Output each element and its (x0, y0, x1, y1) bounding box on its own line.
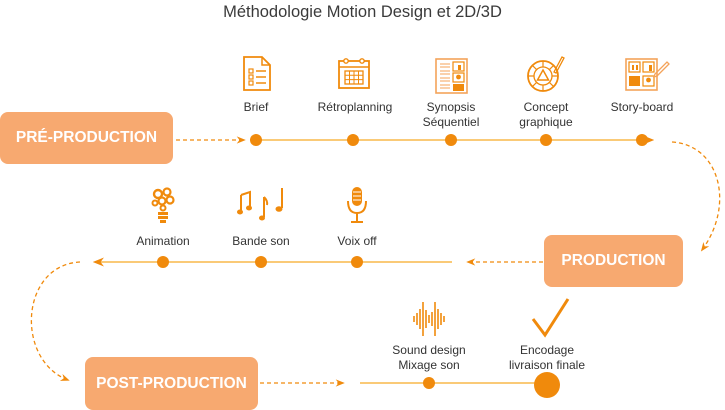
music-notes-icon (237, 188, 283, 221)
dashed-curve-to-production (671, 141, 721, 252)
step-label-storyboard: Story-board (610, 100, 674, 114)
step-dot (250, 134, 262, 146)
final-step-dot (534, 372, 560, 398)
step-dot (423, 377, 435, 389)
calendar-icon (338, 58, 370, 89)
sound-wave-icon (413, 302, 445, 336)
step-label-voix-off: Voix off (337, 234, 377, 248)
gear-lightbulb-icon (151, 187, 175, 223)
diagram-title: Méthodologie Motion Design et 2D/3D (223, 3, 502, 21)
step-dot (445, 134, 457, 146)
checkmark-icon (531, 298, 570, 338)
dashed-curve-to-post (30, 261, 81, 381)
step-dot (540, 134, 552, 146)
step-label-bande-son: Bande son (232, 234, 290, 248)
step-dot (351, 256, 363, 268)
step-label-sound-design: Sound design Mixage son (392, 343, 466, 372)
phase-production: PRODUCTION (544, 235, 683, 287)
step-label-encodage: Encodage livraison finale (508, 343, 586, 372)
step-dot (636, 134, 648, 146)
microphone-icon (347, 187, 367, 223)
step-label-synopsis: Synopsis Séquentiel (422, 100, 480, 129)
color-wheel-icon (527, 56, 565, 92)
storyboard-pencil-icon (625, 58, 670, 91)
step-dot (347, 134, 359, 146)
step-label-brief: Brief (243, 100, 269, 114)
step-label-animation: Animation (136, 234, 190, 248)
storyboard-document-icon (435, 58, 468, 94)
phase-pre-production: PRÉ-PRODUCTION (0, 112, 173, 164)
phase-post-production: POST-PRODUCTION (85, 357, 258, 410)
step-dot (255, 256, 267, 268)
step-dot (157, 256, 169, 268)
step-label-concept: Concept graphique (519, 100, 573, 129)
checklist-document-icon (243, 56, 271, 91)
step-label-retroplanning: Rétroplanning (317, 100, 393, 114)
